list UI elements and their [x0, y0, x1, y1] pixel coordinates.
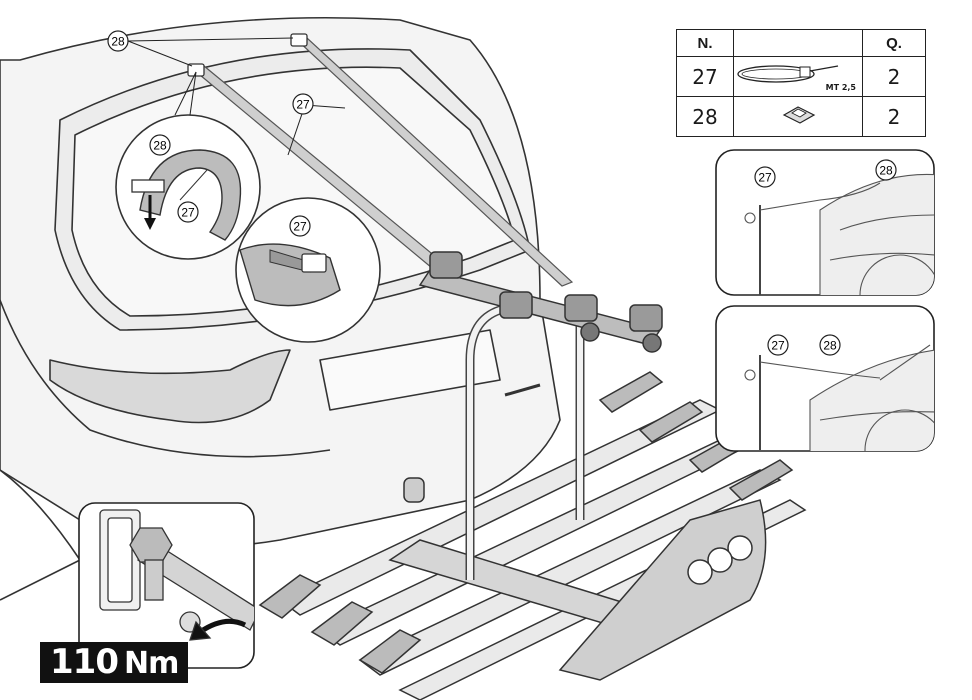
callout-27-top: 27	[292, 93, 314, 115]
callout-28-inset-label: 28	[153, 139, 167, 153]
part-image	[733, 96, 863, 137]
callout-27-inset-2: 27	[289, 215, 311, 237]
header-quantity: Q.	[862, 29, 926, 57]
strap-clips	[187, 33, 308, 77]
part-number: 27	[676, 56, 734, 97]
strap-clip-inset-1	[115, 114, 261, 260]
torque-unit: Nm	[123, 646, 179, 681]
callout-28-detail-a: 28	[875, 159, 897, 181]
callout-27-detail-a: 27	[754, 166, 776, 188]
detail-inset-top: 27 28	[715, 149, 935, 296]
strap-icon	[737, 65, 839, 83]
callout-28-top: 28	[107, 30, 129, 52]
callout-28-inset: 28	[149, 134, 171, 156]
header-image	[733, 29, 863, 57]
callout-27-inset-label: 27	[181, 206, 195, 220]
callout-27-inset: 27	[177, 201, 199, 223]
torque-inset	[78, 502, 255, 669]
clip-icon	[782, 106, 816, 124]
callout-27-top-label: 27	[296, 98, 310, 112]
strap-length-label: MT 2,5	[825, 83, 856, 92]
callout-27-detail-b: 27	[767, 334, 789, 356]
bike-carrier-drawing	[258, 251, 807, 700]
table-row: 28 2	[676, 96, 926, 137]
part-number: 28	[676, 96, 734, 137]
parts-table-header: N. Q.	[676, 29, 926, 57]
torque-value: 110	[50, 642, 119, 682]
header-number: N.	[676, 29, 734, 57]
callout-27-inset-2-label: 27	[293, 220, 307, 234]
callout-27-detail-a-label: 27	[758, 171, 772, 185]
part-quantity: 2	[862, 56, 926, 97]
callout-28-top-label: 28	[111, 35, 125, 49]
strap-clip-inset-2	[235, 197, 381, 343]
part-image: MT 2,5	[733, 56, 863, 97]
callout-27-detail-b-label: 27	[771, 339, 785, 353]
arrow-icon	[189, 618, 247, 641]
callout-28-detail-b-label: 28	[823, 339, 837, 353]
callout-28-detail-b: 28	[819, 334, 841, 356]
part-quantity: 2	[862, 96, 926, 137]
parts-table: N. Q. 27 MT 2,5 2 28	[676, 29, 926, 137]
table-row: 27 MT 2,5 2	[676, 56, 926, 97]
wrench-icon	[129, 527, 254, 631]
detail-inset-bottom: 27 28	[715, 305, 935, 452]
callout-28-detail-a-label: 28	[879, 164, 893, 178]
